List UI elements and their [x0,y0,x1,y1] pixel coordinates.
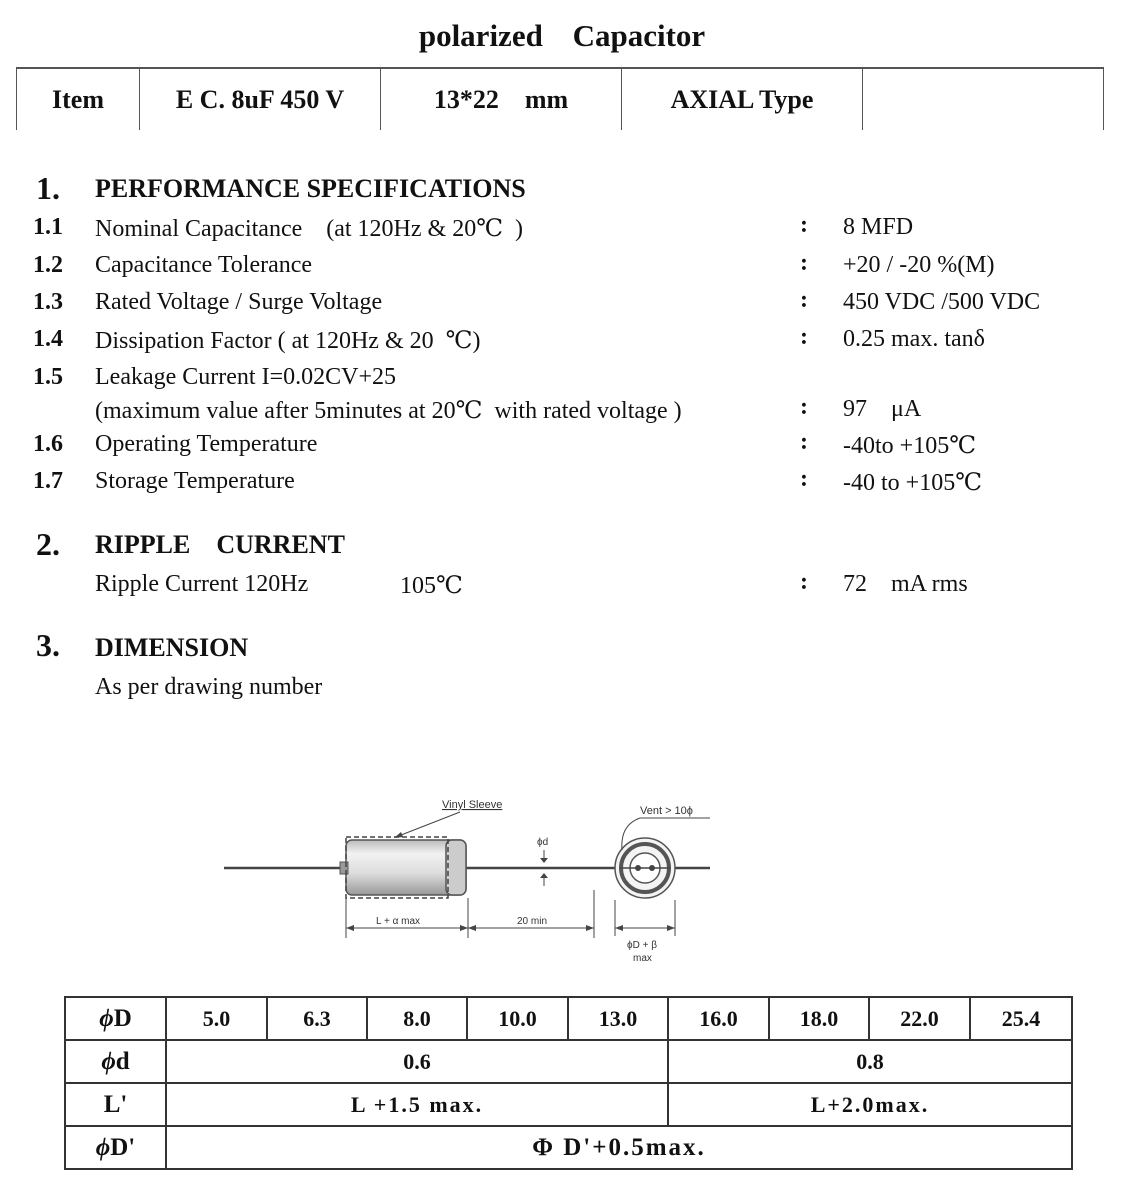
section-1-title: PERFORMANCE SPECIFICATIONS [95,174,526,203]
item-cell-part: E C. 8uF 450 V [139,69,380,130]
ripple-temperature: 105℃ [400,573,463,599]
spec-colon: : [800,250,808,276]
table-row: L' L +1.5 max. L+2.0max. [64,1082,1073,1127]
section-3-number: 3. [36,627,60,663]
table-cell: Φ D'+0.5max. [165,1125,1073,1170]
document-title: polarized Capacitor [418,18,706,53]
spec-value: 0.25 max. tanδ [843,326,985,352]
spec-value: -40to +105℃ [843,433,977,459]
table-cell: 13.0 [567,996,669,1041]
item-cell-empty [862,69,1104,130]
dimension-note: As per drawing number [95,674,323,700]
spec-label: Capacitance Tolerance [95,252,313,278]
row-header-phi-d-prime: ϕD' [64,1125,167,1170]
spec-colon: : [800,212,808,238]
spec-label: Operating Temperature [95,431,318,457]
spec-number: 1.5 [33,364,63,390]
table-cell: 18.0 [768,996,870,1041]
spec-label: Dissipation Factor ( at 120Hz & 20 ℃) [95,328,481,354]
phi-d-label: ϕd [537,837,548,848]
spec-colon: : [800,287,808,313]
table-row: ϕD' Φ D'+0.5max. [64,1125,1073,1170]
row-header-phi-d-large: ϕD [64,996,167,1041]
spec-label-continued: (maximum value after 5minutes at 20℃ wit… [95,398,682,424]
table-cell: 10.0 [466,996,569,1041]
spec-value: 97 μA [843,396,922,422]
table-row: ϕd 0.6 0.8 [64,1039,1073,1084]
section-1-number: 1. [36,170,60,206]
ripple-label: Ripple Current 120Hz [95,571,309,597]
vinyl-sleeve-label: Vinyl Sleeve [442,799,502,811]
spec-label: Nominal Capacitance (at 120Hz & 20℃ ) [95,216,524,242]
spec-label: Storage Temperature [95,468,295,494]
table-cell: 0.6 [165,1039,669,1084]
l-alpha-label: L + α max [376,916,420,927]
row-header-l-prime: L' [64,1082,167,1127]
capacitor-lead-joint [339,861,349,875]
spec-colon: : [800,429,808,455]
max-label: max [633,953,652,964]
spec-number: 1.6 [33,431,63,457]
section-3-title: DIMENSION [95,633,249,662]
spec-colon: : [800,324,808,350]
spec-label: Rated Voltage / Surge Voltage [95,289,383,315]
ripple-colon: : [800,569,808,595]
spec-colon: : [800,394,808,420]
vent-label: Vent > 10ϕ [640,805,693,817]
twenty-min-label: 20 min [517,916,547,927]
section-2-title: RIPPLE CURRENT [95,530,345,559]
spec-colon: : [800,466,808,492]
item-cell-size: 13*22 mm [380,69,621,130]
table-cell: 0.8 [667,1039,1073,1084]
spec-value: +20 / -20 %(M) [843,252,995,278]
spec-value: -40 to +105℃ [843,470,983,496]
table-cell: L+2.0max. [667,1082,1073,1127]
spec-number: 1.3 [33,289,63,315]
capacitor-dimension-drawing: Vinyl Sleeve ϕd L + α max 20 min Vent > … [224,799,710,964]
table-cell: 16.0 [667,996,770,1041]
table-row: ϕD 5.0 6.3 8.0 10.0 13.0 16.0 18.0 22.0 … [64,996,1073,1041]
spec-label: Leakage Current I=0.02CV+25 [95,364,396,390]
spec-value: 8 MFD [843,214,914,240]
spec-number: 1.7 [33,468,63,494]
row-header-phi-d-small: ϕd [64,1039,167,1084]
table-cell: 5.0 [165,996,268,1041]
capacitor-end-cap [445,839,467,896]
table-cell: L +1.5 max. [165,1082,669,1127]
table-cell: 6.3 [266,996,368,1041]
item-cell-type: AXIAL Type [621,69,862,130]
item-cell-label: Item [16,69,139,130]
section-2-number: 2. [36,526,60,562]
spec-number: 1.4 [33,326,63,352]
spec-number: 1.1 [33,214,63,240]
item-table: Item E C. 8uF 450 V 13*22 mm AXIAL Type [16,67,1104,130]
dimension-table: ϕD 5.0 6.3 8.0 10.0 13.0 16.0 18.0 22.0 … [64,996,1073,1170]
phi-d-beta-label: ϕD + β [627,940,657,951]
spec-number: 1.2 [33,252,63,278]
table-cell: 25.4 [969,996,1073,1041]
table-cell: 8.0 [366,996,468,1041]
ripple-value: 72 mA rms [843,571,968,597]
table-cell: 22.0 [868,996,971,1041]
vinyl-sleeve-leader [395,811,461,838]
spec-value: 450 VDC /500 VDC [843,289,1041,315]
